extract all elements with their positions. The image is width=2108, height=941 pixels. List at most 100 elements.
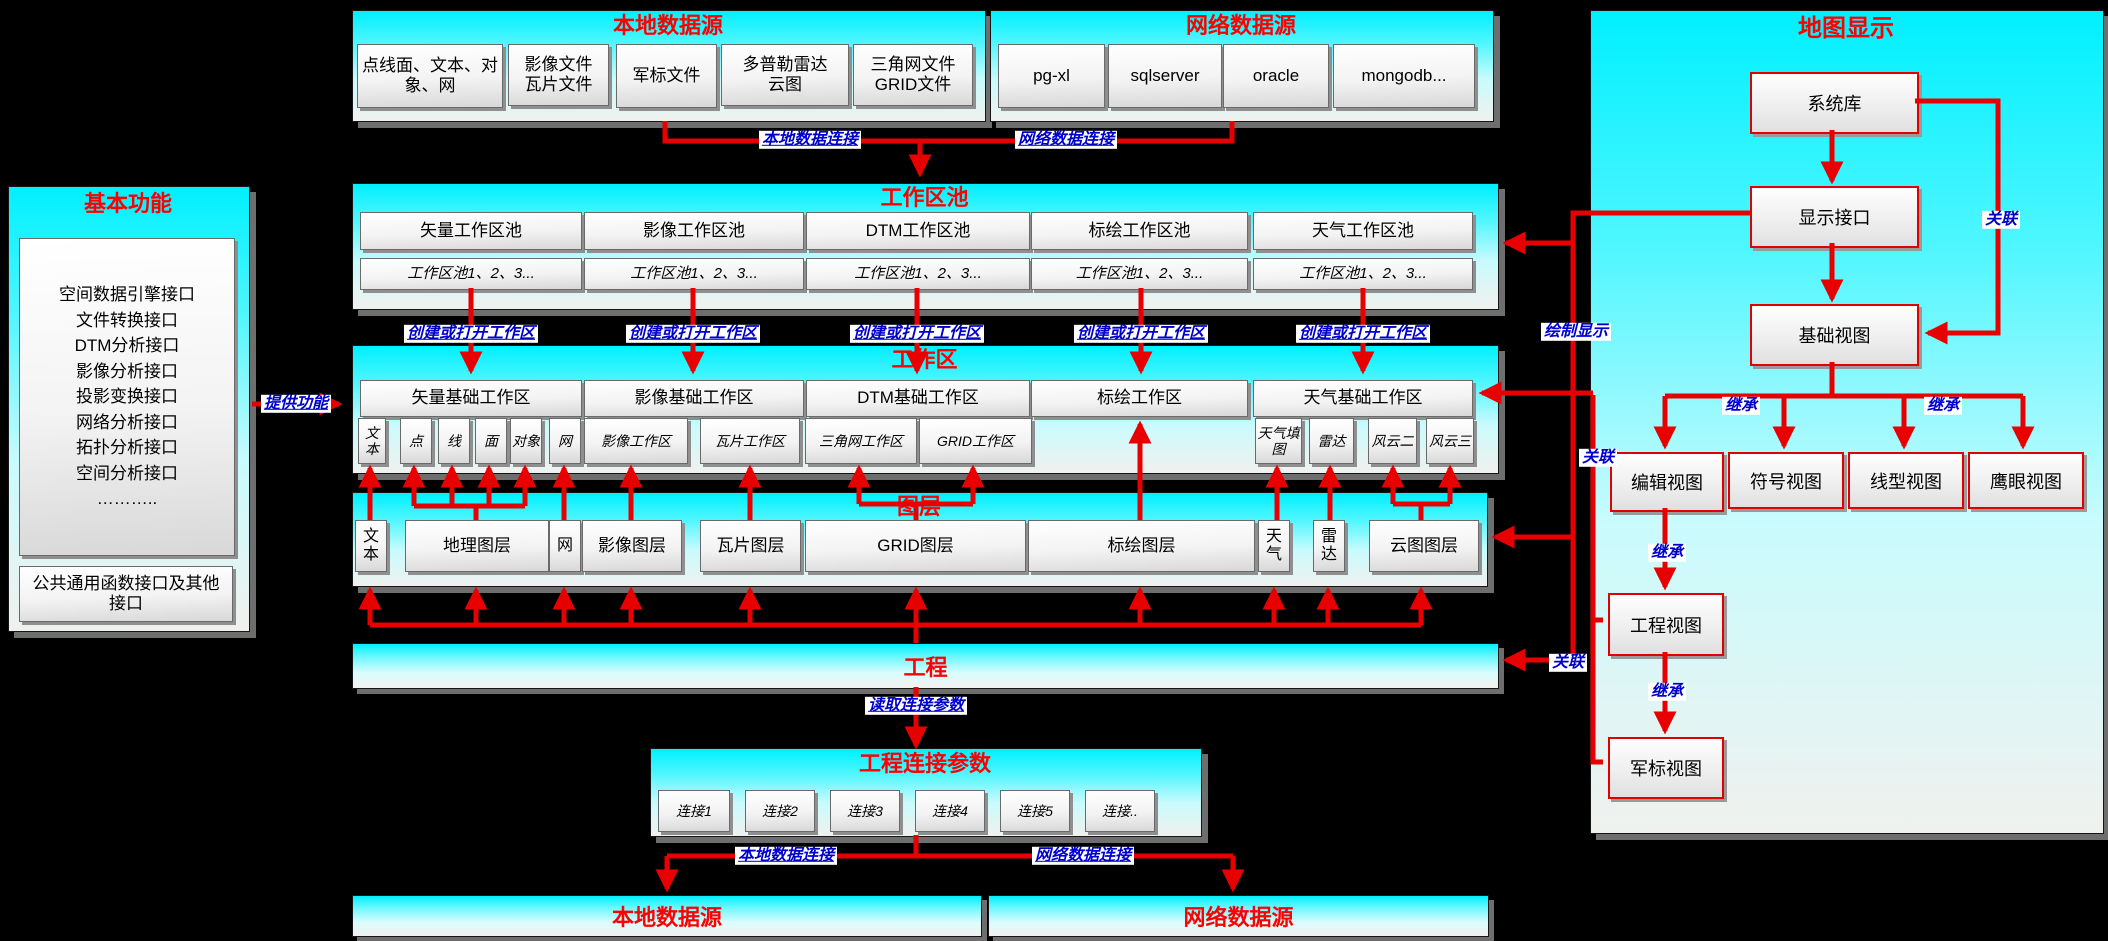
basic-functions-title: 基本功能 — [83, 191, 172, 216]
workspace-sub-box: 线 — [438, 418, 470, 464]
pool-box: 标绘工作区池 — [1031, 212, 1248, 250]
edge-label-inherit: 继承 — [1923, 396, 1963, 416]
layer-box: 影像图层 — [582, 520, 682, 572]
workspace-sub-box: GRID工作区 — [919, 418, 1032, 464]
pool-box: 矢量工作区池 — [360, 212, 582, 250]
workspace-base-box: 标绘工作区 — [1031, 380, 1248, 417]
net-source-item: sqlserver — [1108, 44, 1222, 108]
net-source-item: oracle — [1223, 44, 1329, 108]
basic-functions-interfaces-box: 空间数据引擎接口 文件转换接口 DTM分析接口 影像分析接口 投影变换接口 网络… — [19, 238, 235, 556]
layer-box: 文本 — [355, 520, 387, 572]
local-source-item: 影像文件瓦片文件 — [508, 44, 609, 106]
workspace-sub-box: 面 — [475, 418, 507, 464]
edge-label-local-conn: 本地数据连接 — [734, 846, 838, 866]
interface-item: 空间分析接口 — [76, 463, 178, 483]
workspace-sub-box: 三角网工作区 — [805, 418, 917, 464]
bottom-net-source-bar: 网络数据源 — [988, 895, 1489, 937]
workspace-sub-box: 风云二 — [1368, 418, 1417, 464]
edge-label-assoc: 关联 — [1981, 210, 2021, 230]
edge-label-assoc: 关联 — [1548, 653, 1588, 673]
bottom-local-source-bar: 本地数据源 — [352, 895, 982, 937]
edge-label-create-open: 创建或打开工作区 — [625, 324, 761, 344]
eagle-view-box: 鹰眼视图 — [1968, 452, 2084, 509]
connection-box: 连接3 — [830, 790, 900, 832]
interface-item: 影像分析接口 — [76, 361, 178, 381]
workspace-sub-box: 影像工作区 — [584, 418, 688, 464]
layer-box: 地理图层 — [405, 520, 549, 572]
interface-item: DTM分析接口 — [74, 336, 180, 356]
interface-item: 文件转换接口 — [76, 310, 178, 330]
layer-box: 雷达 — [1313, 520, 1345, 572]
project-params-title: 工程连接参数 — [858, 751, 991, 776]
edge-label-net-conn: 网络数据连接 — [1014, 130, 1118, 150]
local-source-item: 点线面、文本、对象、网 — [357, 44, 503, 108]
display-interface-box: 显示接口 — [1750, 186, 1919, 248]
connection-box: 连接2 — [745, 790, 815, 832]
system-lib-box: 系统库 — [1750, 72, 1919, 134]
workspace-base-box: 影像基础工作区 — [584, 380, 804, 417]
workspace-sub-box: 点 — [400, 418, 432, 464]
edge-label-inherit: 继承 — [1647, 682, 1687, 702]
layer-box: 网 — [549, 520, 581, 572]
pool-instances-box: 工作区池1、2、3... — [360, 258, 582, 290]
pool-instances-box: 工作区池1、2、3... — [1253, 258, 1473, 290]
workspace-sub-box: 雷达 — [1309, 418, 1354, 464]
interface-item: 空间数据引擎接口 — [59, 285, 195, 305]
military-view-box: 军标视图 — [1608, 737, 1724, 799]
net-source-title: 网络数据源 — [1185, 13, 1296, 38]
edge-label-create-open: 创建或打开工作区 — [1073, 324, 1209, 344]
layer-box: GRID图层 — [805, 520, 1026, 572]
edge-label-local-conn: 本地数据连接 — [758, 130, 862, 150]
workspace-sub-box: 瓦片工作区 — [700, 418, 800, 464]
layers-title: 图层 — [896, 494, 941, 519]
map-display-title: 地图显示 — [1798, 15, 1894, 42]
interface-item: 投影变换接口 — [76, 387, 178, 407]
edge-label-create-open: 创建或打开工作区 — [403, 324, 539, 344]
local-source-item: 军标文件 — [616, 44, 717, 108]
local-source-item: 多普勒雷达云图 — [721, 44, 849, 106]
workspace-title: 工作区 — [891, 347, 958, 372]
edge-label-inherit: 继承 — [1647, 543, 1687, 563]
edit-view-box: 编辑视图 — [1610, 452, 1724, 512]
interface-item: 拓扑分析接口 — [76, 438, 178, 458]
basic-functions-common-box: 公共通用函数接口及其他接口 — [19, 566, 233, 622]
workspace-pool-title: 工作区池 — [880, 185, 969, 210]
connection-box: 连接.. — [1085, 790, 1155, 832]
workspace-sub-box: 对象 — [510, 418, 542, 464]
layer-box: 标绘图层 — [1028, 520, 1255, 572]
pool-box: DTM工作区池 — [806, 212, 1030, 250]
workspace-base-box: 矢量基础工作区 — [360, 380, 582, 417]
interface-item: ……….. — [96, 489, 158, 509]
edge-label-assoc: 关联 — [1578, 448, 1618, 468]
symbol-view-box: 符号视图 — [1728, 452, 1844, 509]
layer-box: 瓦片图层 — [700, 520, 801, 572]
pool-instances-box: 工作区池1、2、3... — [584, 258, 804, 290]
connection-box: 连接5 — [1000, 790, 1070, 832]
workspace-base-box: DTM基础工作区 — [806, 380, 1030, 417]
pool-box: 影像工作区池 — [584, 212, 804, 250]
layer-box: 云图图层 — [1369, 520, 1479, 572]
interface-item: 网络分析接口 — [76, 412, 178, 432]
edge-label-net-conn: 网络数据连接 — [1031, 846, 1135, 866]
project-bar: 工程 — [352, 643, 1499, 689]
workspace-sub-box: 天气填图 — [1255, 418, 1302, 464]
edge-label-provide: 提供功能 — [260, 394, 332, 414]
workspace-base-box: 天气基础工作区 — [1253, 380, 1473, 417]
bottom-local-source-title: 本地数据源 — [611, 905, 722, 930]
pool-instances-box: 工作区池1、2、3... — [806, 258, 1030, 290]
connection-box: 连接4 — [915, 790, 985, 832]
layer-box: 天气 — [1258, 520, 1290, 572]
local-source-title: 本地数据源 — [612, 13, 723, 38]
workspace-sub-box: 网 — [549, 418, 581, 464]
net-source-item: pg-xl — [998, 44, 1105, 108]
edge-label-create-open: 创建或打开工作区 — [1295, 324, 1431, 344]
project-view-box: 工程视图 — [1608, 593, 1724, 656]
project-title: 工程 — [903, 655, 948, 680]
edge-label-create-open: 创建或打开工作区 — [849, 324, 985, 344]
edge-label-draw-display: 绘制显示 — [1540, 322, 1612, 342]
pool-instances-box: 工作区池1、2、3... — [1031, 258, 1248, 290]
base-view-box: 基础视图 — [1750, 304, 1919, 366]
workspace-sub-box: 风云三 — [1426, 418, 1474, 464]
bottom-net-source-title: 网络数据源 — [1183, 905, 1294, 930]
